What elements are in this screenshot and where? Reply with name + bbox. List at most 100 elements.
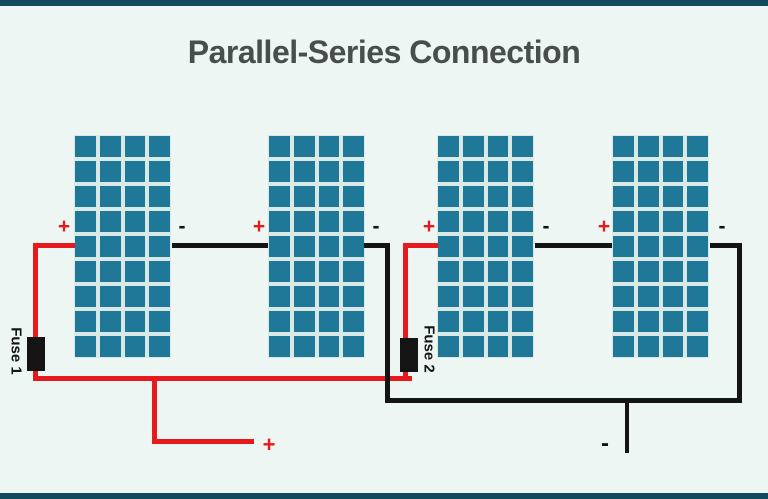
panel-grid-cell [292,235,316,258]
panel-grid-cell [148,260,171,283]
panel-grid-cell [661,310,685,333]
panel-grid-cell [292,210,316,233]
panel-grid-cell [511,260,534,283]
fuse-1-body [27,337,45,371]
panel-grid-cell [123,160,147,183]
panel-grid-cell [486,210,510,233]
panel-grid-cell [317,285,341,308]
panel-grid-cell [268,135,291,158]
panel-grid-cell [661,235,685,258]
panel-grid-cell [123,335,147,358]
panel-grid-cell [686,185,709,208]
panel-grid-cell [148,135,171,158]
top-edge-bar [0,0,768,6]
panel-grid-cell [661,210,685,233]
panel-grid-cell [342,335,365,358]
panel-grid-cell [461,310,485,333]
panel-grid-cell [123,310,147,333]
wire-black-panel4-horizontal [710,243,742,248]
panel-grid-cell [636,285,660,308]
panel-grid-cell [686,310,709,333]
panel-grid-cell [486,160,510,183]
panel-grid-cell [74,260,97,283]
panel-2-negative-label: - [372,215,380,238]
wire-black-series-link-panels-3-4 [535,243,612,248]
panel-grid-cell [98,135,122,158]
panel-grid-cell [636,160,660,183]
panel-grid-cell [74,285,97,308]
panel-grid-cell [148,160,171,183]
panel-grid-cell [74,210,97,233]
panel-grid-cell [661,160,685,183]
panel-grid-cell [148,210,171,233]
panel-grid-cell [123,285,147,308]
panel-grid-cell [636,335,660,358]
panel-grid-cell [123,185,147,208]
panel-grid-cell [636,260,660,283]
panel-4-positive-label: + [597,215,611,238]
panel-grid-cell [292,335,316,358]
wire-red-output-branch-horizontal [152,439,254,444]
panel-grid-cell [686,135,709,158]
fuse-1-label: Fuse 1 [7,327,25,375]
panel-grid-cell [123,260,147,283]
panel-grid-cell [461,335,485,358]
panel-grid-cell [511,235,534,258]
panel-grid-cell [437,135,460,158]
panel-1-positive-label: + [57,215,71,238]
panel-grid-cell [486,135,510,158]
panel-grid-cell [511,310,534,333]
fuse-2-body [400,338,418,372]
wire-red-output-branch-vertical [152,376,157,444]
panel-grid-cell [686,160,709,183]
panel-3-positive-label: + [422,215,436,238]
panel-grid-cell [686,235,709,258]
panel-grid-cell [292,285,316,308]
panel-grid-cell [342,210,365,233]
panel-3-negative-label: - [542,215,550,238]
panel-grid-cell [612,260,635,283]
panel-grid-cell [317,310,341,333]
panel-grid-cell [317,160,341,183]
panel-grid-cell [123,235,147,258]
panel-grid-cell [74,135,97,158]
panel-grid-cell [636,185,660,208]
panel-grid-cell [486,235,510,258]
wire-black-panel4-vertical [737,243,742,403]
panel-grid-cell [268,210,291,233]
panel-grid-cell [98,285,122,308]
panel-grid-cell [461,135,485,158]
panel-grid-cell [612,135,635,158]
panel-grid-cell [292,185,316,208]
panel-grid-cell [148,185,171,208]
panel-grid-cell [686,285,709,308]
panel-grid-cell [98,160,122,183]
panel-grid-cell [686,260,709,283]
wire-red-panel1-horizontal [33,243,75,248]
panel-1-negative-label: - [178,215,186,238]
panel-grid-cell [661,285,685,308]
panel-grid-cell [461,210,485,233]
panel-grid-cell [98,335,122,358]
wire-red-panel1-vertical-to-fuse1 [33,243,38,381]
solar-panel-4 [612,135,709,358]
panel-grid-cell [342,135,365,158]
panel-grid-cell [486,285,510,308]
panel-grid-cell [317,210,341,233]
panel-grid-cell [511,160,534,183]
panel-grid-cell [661,135,685,158]
wire-black-panel2-vertical [385,243,390,403]
panel-grid-cell [461,160,485,183]
panel-grid-cell [437,260,460,283]
panel-grid-cell [612,185,635,208]
solar-panel-3 [437,135,534,358]
panel-grid-cell [342,235,365,258]
panel-grid-cell [486,310,510,333]
panel-grid-cell [98,210,122,233]
panel-grid-cell [317,185,341,208]
panel-grid-cell [661,185,685,208]
panel-grid-cell [661,260,685,283]
panel-grid-cell [612,235,635,258]
panel-grid-cell [342,160,365,183]
panel-grid-cell [292,310,316,333]
